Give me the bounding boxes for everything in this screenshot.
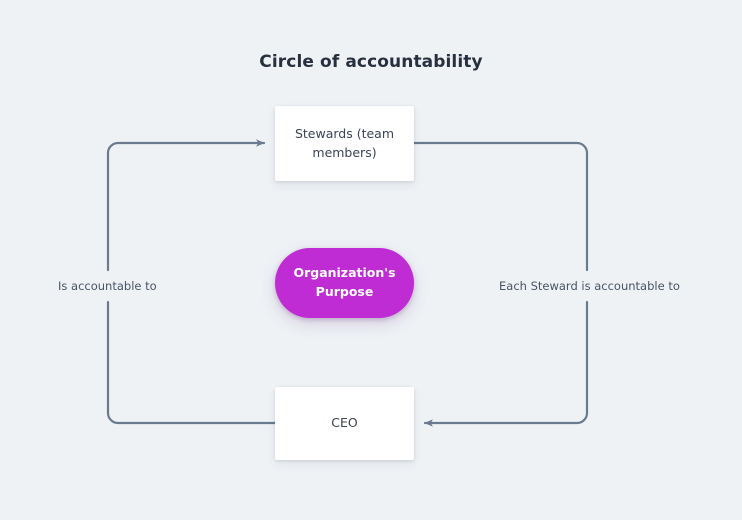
page-title: Circle of accountability xyxy=(259,52,483,72)
edge-label-each-steward-is-accountable-to: Each Steward is accountable to xyxy=(493,276,686,298)
node-organizations-purpose[interactable]: Organization's Purpose xyxy=(275,248,414,318)
edge-label-is-accountable-to: Is accountable to xyxy=(52,276,163,298)
edge-ceo-to-stewards xyxy=(106,139,277,425)
node-ceo[interactable]: CEO xyxy=(275,387,414,460)
node-stewards[interactable]: Stewards (team members) xyxy=(275,106,414,181)
edge-stewards-to-ceo xyxy=(412,141,589,427)
